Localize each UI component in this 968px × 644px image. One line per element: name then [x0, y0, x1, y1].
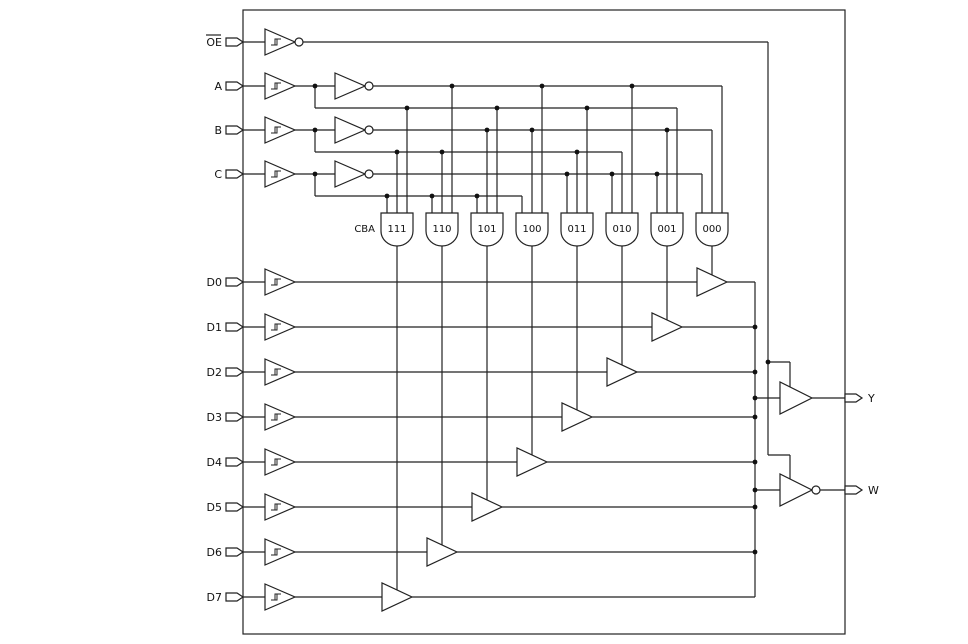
pin-d1 [225, 322, 245, 332]
label-oe: OE [206, 36, 222, 49]
gate-label-101: 101 [477, 224, 496, 235]
pass-buffer-d4 [516, 447, 549, 477]
hysteresis-icon [271, 323, 281, 331]
pin-y [844, 393, 864, 403]
junction-dots [312, 83, 771, 555]
label-d6: D6 [207, 546, 222, 559]
pass-buffer-d1 [651, 312, 684, 342]
pin-d3 [225, 412, 245, 422]
pin-d6 [225, 547, 245, 557]
hysteresis-icon [271, 126, 281, 134]
pin-d2 [225, 367, 245, 377]
label-c: C [214, 168, 222, 181]
wire-data-rows [243, 281, 755, 598]
hysteresis-icon [271, 278, 281, 286]
pin-d0 [225, 277, 245, 287]
label-d4: D4 [207, 456, 222, 469]
schmitt-buffer-oe [264, 28, 304, 56]
wire-gate-outputs [396, 246, 713, 590]
and-gate-010 [605, 212, 639, 247]
label-d5: D5 [207, 501, 222, 514]
input-pins [225, 37, 245, 602]
gate-label-001: 001 [657, 224, 676, 235]
inverter-b [334, 116, 374, 144]
pin-c [225, 169, 245, 179]
and-gate-001 [650, 212, 684, 247]
and-gate-101 [470, 212, 504, 247]
pin-oe [225, 37, 245, 47]
label-cba: CBA [354, 224, 375, 235]
schmitt-buffer-d3 [264, 403, 297, 431]
wire-select-b [243, 129, 713, 213]
inverter-c [334, 160, 374, 188]
schmitt-buffer-d4 [264, 448, 297, 476]
pass-buffer-d0 [696, 267, 729, 297]
label-d2: D2 [207, 366, 222, 379]
wire-oe-enable [243, 41, 791, 479]
output-inverter-w [779, 473, 821, 507]
label-a: A [214, 80, 222, 93]
gate-label-010: 010 [612, 224, 631, 235]
schmitt-buffer-d6 [264, 538, 297, 566]
not-bubble [364, 169, 374, 179]
hysteresis-icon [271, 82, 281, 90]
label-d1: D1 [207, 321, 222, 334]
ic-border [242, 9, 846, 635]
label-b: B [214, 124, 222, 137]
and-gate-111 [380, 212, 414, 247]
gate-label-100: 100 [522, 224, 541, 235]
pin-b [225, 125, 245, 135]
hysteresis-icon [271, 458, 281, 466]
label-y: Y [867, 392, 875, 405]
not-bubble [364, 81, 374, 91]
output-buffer-y [779, 381, 814, 415]
pin-d7 [225, 592, 245, 602]
output-pins [844, 393, 864, 495]
pass-buffer-d2 [606, 357, 639, 387]
schmitt-buffer-c [264, 160, 297, 188]
pin-a [225, 81, 245, 91]
label-d3: D3 [207, 411, 222, 424]
label-d0: D0 [207, 276, 222, 289]
gate-label-110: 110 [432, 224, 451, 235]
hysteresis-icon [271, 170, 281, 178]
schmitt-buffer-d1 [264, 313, 297, 341]
pass-buffer-d6 [426, 537, 459, 567]
gate-label-011: 011 [567, 224, 586, 235]
output-bus [754, 282, 845, 597]
pin-d4 [225, 457, 245, 467]
schmitt-buffer-a [264, 72, 297, 100]
label-w: W [868, 484, 879, 497]
pin-d5 [225, 502, 245, 512]
not-bubble [294, 37, 304, 47]
label-d7: D7 [207, 591, 222, 604]
pass-buffer-d3 [561, 402, 594, 432]
not-bubble [811, 485, 821, 495]
hysteresis-icon [271, 593, 281, 601]
hysteresis-icon [271, 413, 281, 421]
and-gate-100 [515, 212, 549, 247]
wire-select-a [243, 85, 723, 213]
and-gate-011 [560, 212, 594, 247]
schmitt-buffer-d0 [264, 268, 297, 296]
not-bubble [364, 125, 374, 135]
gate-label-111: 111 [387, 224, 406, 235]
and-gate-110 [425, 212, 459, 247]
hysteresis-icon [271, 503, 281, 511]
hysteresis-icon [271, 548, 281, 556]
hysteresis-icon [271, 38, 281, 46]
schmitt-buffer-d7 [264, 583, 297, 611]
inverter-a [334, 72, 374, 100]
gate-label-000: 000 [702, 224, 721, 235]
schmitt-buffer-d5 [264, 493, 297, 521]
schmitt-buffer-d2 [264, 358, 297, 386]
pass-buffer-d7 [381, 582, 414, 612]
hysteresis-icon [271, 368, 281, 376]
schmitt-buffer-b [264, 116, 297, 144]
pass-buffer-d5 [471, 492, 504, 522]
pin-w [844, 485, 864, 495]
and-gate-000 [695, 212, 729, 247]
